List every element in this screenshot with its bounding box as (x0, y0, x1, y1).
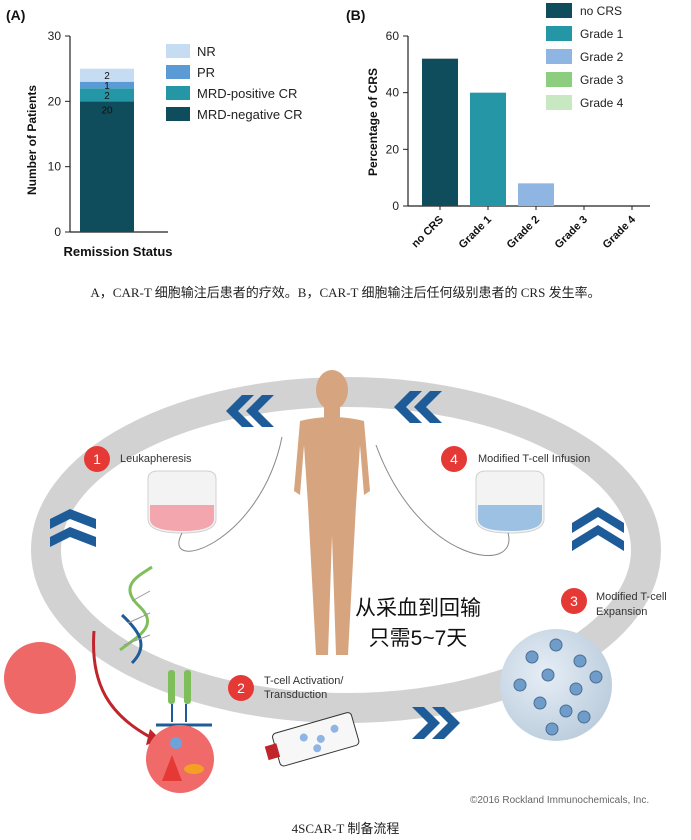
svg-text:2: 2 (237, 680, 245, 696)
step-1-label: Leukapheresis (120, 453, 192, 465)
y-tick-label: 30 (48, 29, 62, 43)
chevron-arrow-icon (394, 391, 442, 423)
bar-segment (80, 81, 134, 89)
chart-a: (A) 0 10 20 30 20 212 NR PR MRD-positive CR MRD-n… (6, 7, 302, 259)
svg-text:4: 4 (450, 451, 458, 467)
step-3-marker: 3 (561, 588, 587, 614)
legend-swatch (546, 72, 572, 87)
svg-text:1: 1 (93, 451, 101, 467)
legend-swatch (166, 65, 190, 79)
bar (518, 183, 554, 206)
figure-caption-top: A，CAR-T 细胞输注后患者的疗效。B，CAR-T 细胞输注后任何级别患者的 … (90, 285, 601, 300)
legend-swatch (166, 86, 190, 100)
y-axis-label-a: Number of Patients (25, 85, 39, 195)
arrow-icon (91, 630, 151, 739)
dna-helix-icon (119, 565, 153, 665)
legend-label: Grade 3 (580, 73, 624, 87)
x-tick-label: Grade 3 (553, 214, 590, 251)
legend-label: Grade 1 (580, 27, 624, 41)
figure-caption-bottom: 4SCAR-T 制备流程 (291, 821, 400, 836)
legend-swatch (546, 49, 572, 64)
tube (178, 436, 283, 552)
x-axis-label-a: Remission Status (63, 244, 172, 259)
tumor-cell-icon (4, 642, 76, 714)
legend-label: no CRS (580, 4, 622, 18)
legend-swatch (166, 44, 190, 58)
y-tick-label: 20 (386, 142, 400, 156)
step-3-label-line2: Expansion (596, 606, 647, 618)
chevron-arrow-icon (572, 507, 624, 551)
step-1-marker: 1 (84, 446, 110, 472)
y-tick-label: 10 (48, 160, 62, 174)
y-tick-label: 20 (48, 94, 62, 108)
x-tick-label: no CRS (410, 214, 447, 251)
step-2-label-line1: T-cell Activation/ (264, 675, 344, 687)
legend-swatch (546, 95, 572, 110)
chevron-arrow-icon (50, 509, 96, 547)
blood-bag-icon (147, 470, 217, 534)
y-tick-label: 40 (386, 86, 400, 100)
step-2-label-line2: Transduction (264, 689, 327, 701)
step-3-label-line1: Modified T-cell (596, 591, 667, 603)
y-tick-label: 0 (54, 225, 61, 239)
panel-label-a: (A) (6, 7, 25, 23)
legend-label: Grade 4 (580, 96, 624, 110)
chevron-arrow-icon (412, 707, 460, 739)
legend-swatch (546, 3, 572, 18)
step-4-marker: 4 (441, 446, 467, 472)
bar (470, 92, 506, 206)
legend-label: MRD-positive CR (197, 86, 297, 101)
y-tick-label: 60 (386, 29, 400, 43)
car-receptor-icon (168, 670, 191, 722)
step-4-label: Modified T-cell Infusion (478, 453, 590, 465)
chevron-arrow-icon (226, 395, 274, 427)
copyright-text: ©2016 Rockland Immunochemicals, Inc. (470, 795, 650, 806)
svg-text:3: 3 (570, 593, 578, 609)
data-label: 2 (104, 91, 110, 102)
bar-segment (80, 101, 134, 232)
legend-label: Grade 2 (580, 50, 624, 64)
culture-flask-icon (264, 712, 360, 767)
tube (375, 444, 510, 556)
bar (422, 58, 458, 206)
y-axis-label-b: Percentage of CRS (366, 68, 380, 176)
legend-swatch (166, 107, 190, 121)
data-label: 20 (101, 105, 113, 116)
bar-segment (80, 68, 134, 82)
data-label: 1 (104, 81, 110, 92)
chart-b: (B) 0 20 40 60 no CRS Grade 1 Grade 2 Grade 3 Gr… (346, 3, 650, 251)
legend-label: PR (197, 65, 215, 80)
x-tick-label: Grade 2 (505, 214, 542, 251)
x-tick-label: Grade 1 (457, 214, 494, 251)
step-2-marker: 2 (228, 675, 254, 701)
center-text-line1: 从采血到回输 (355, 597, 481, 620)
human-figure-icon (294, 370, 370, 655)
y-tick-label: 0 (392, 199, 399, 213)
bar-segment (80, 88, 134, 102)
x-tick-label: Grade 4 (601, 213, 639, 251)
panel-label-b: (B) (346, 7, 365, 23)
legend-swatch (546, 26, 572, 41)
center-text-line2: 只需5~7天 (369, 627, 468, 650)
data-label: 2 (104, 71, 110, 82)
t-cell-icon (146, 725, 214, 793)
cell-bag-icon (475, 470, 545, 534)
legend-label: MRD-negative CR (197, 107, 302, 122)
expanded-cells-icon (500, 629, 612, 741)
car-t-process-diagram: 1 Leukapheresis 4 Modified T-cell Infusi… (4, 370, 667, 793)
legend-label: NR (197, 44, 216, 59)
